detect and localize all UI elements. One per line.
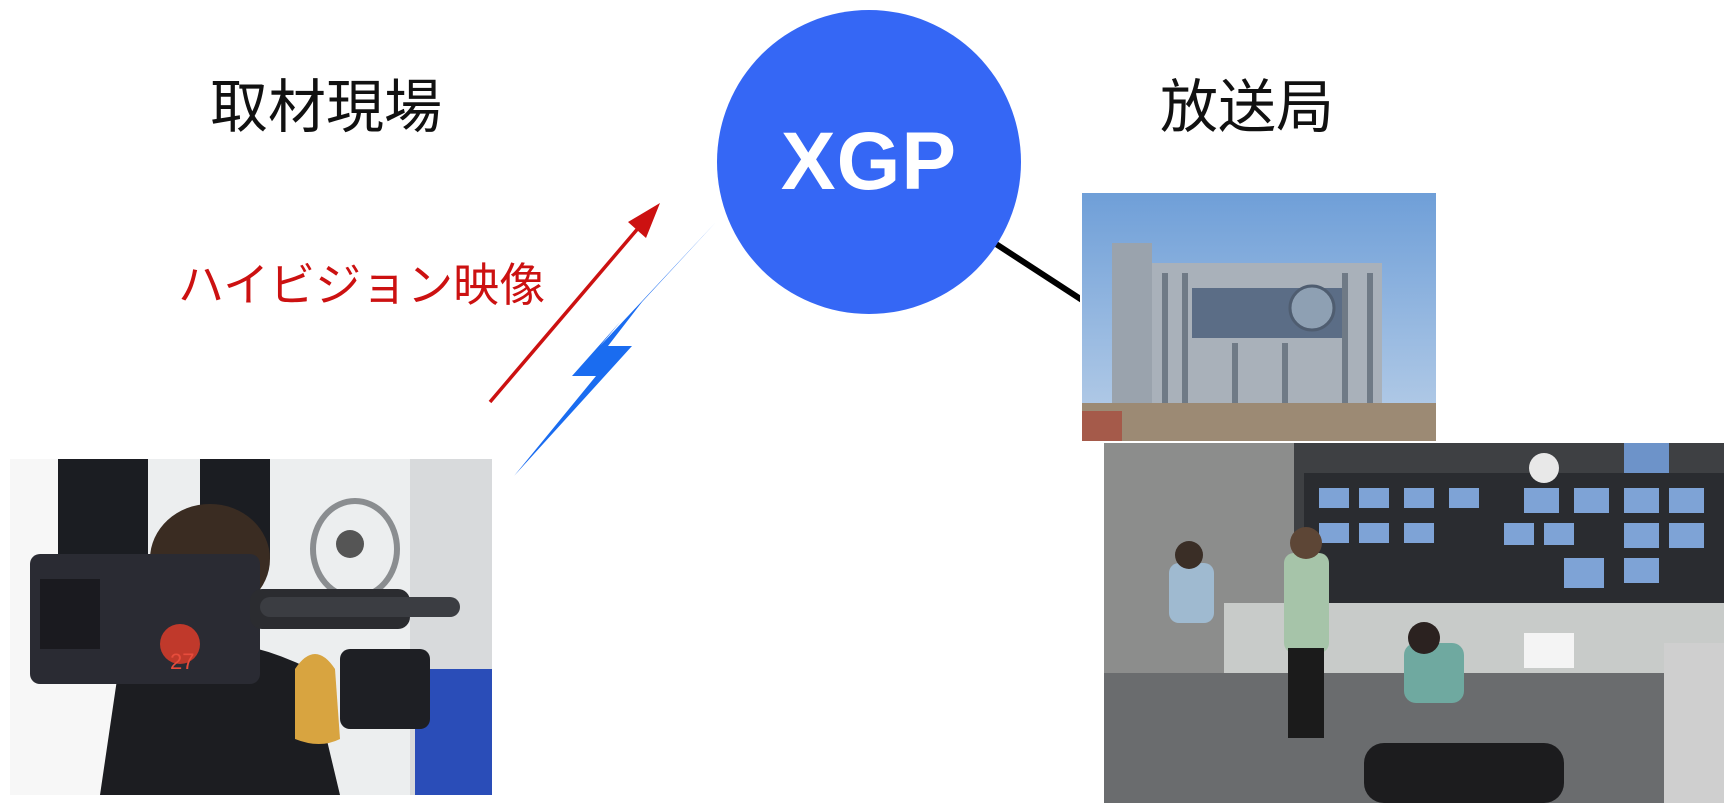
hd-video-label: ハイビジョン映像 [178, 258, 546, 312]
control-room-photo [1104, 443, 1724, 803]
station-building-photo [1080, 191, 1438, 443]
xgp-hub-label: XGP [780, 116, 958, 207]
uplink-arrow [488, 203, 660, 404]
svg-text:27: 27 [170, 649, 194, 674]
station-label: 放送局 [1160, 73, 1335, 141]
camera-operator-photo: 27 [10, 459, 492, 795]
xgp-hub: XGP [717, 10, 1021, 314]
hub-to-station-link [994, 241, 1084, 303]
wireless-lightning-icon [514, 222, 716, 476]
site-label: 取材現場 [210, 73, 443, 141]
